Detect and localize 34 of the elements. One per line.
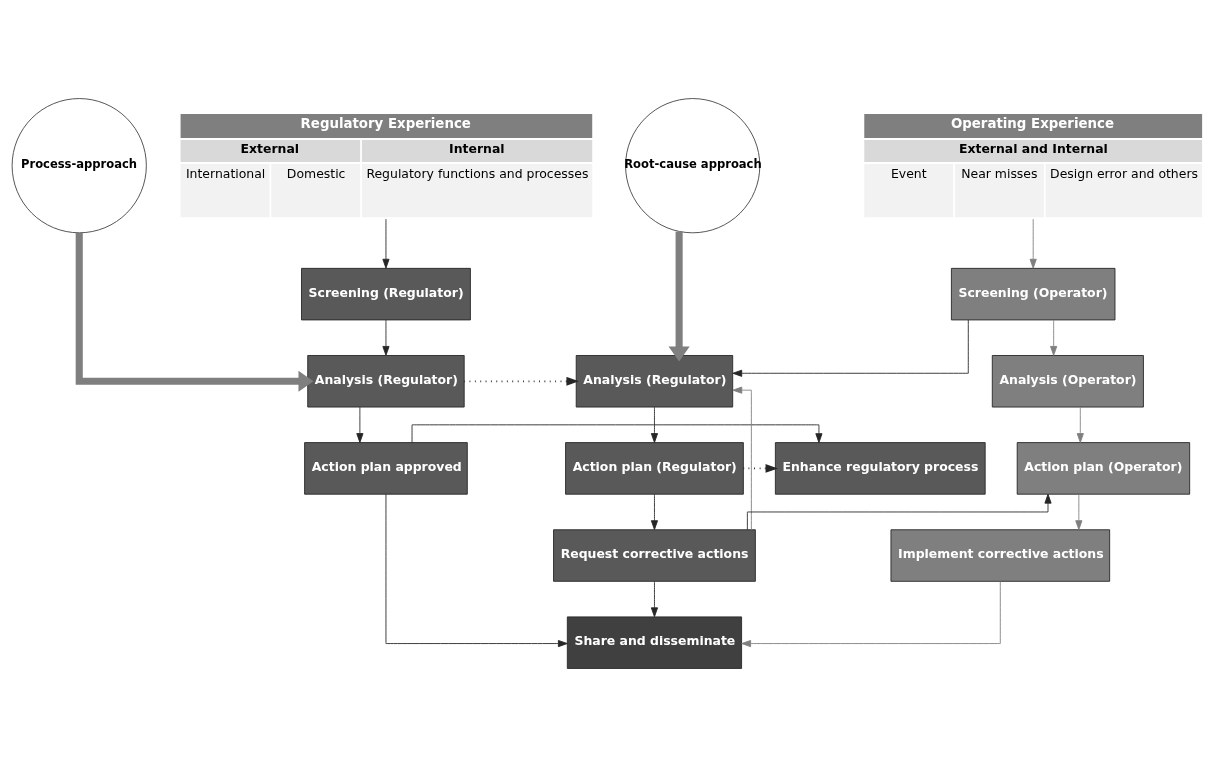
arrow	[650, 493, 658, 531]
arrow	[75, 233, 314, 392]
arrow	[742, 464, 779, 473]
arrow	[732, 386, 752, 531]
arrow	[356, 406, 364, 443]
node-box: Screening (Operator)	[950, 267, 1116, 321]
arrow	[1075, 493, 1083, 531]
arrow	[1050, 319, 1058, 356]
node-box: Analysis (Regulator)	[575, 355, 734, 408]
node-box: Action plan (Regulator)	[565, 442, 744, 495]
arrow	[411, 424, 823, 443]
node-box: Share and disseminate	[566, 616, 743, 669]
arrow	[746, 493, 1052, 531]
arrow	[668, 231, 690, 362]
node-circle: Root-cause approach	[625, 98, 761, 234]
arrow	[1076, 406, 1084, 443]
arrow	[463, 376, 579, 386]
node-box: Analysis (Operator)	[991, 355, 1144, 408]
node-box: Implement corrective actions	[890, 529, 1111, 582]
arrow	[732, 319, 969, 377]
node-circle: Process-approach	[11, 98, 147, 234]
node-box: Action plan (Operator)	[1016, 442, 1191, 495]
arrow	[741, 581, 1001, 648]
arrow	[382, 218, 390, 269]
node-box: Request corrective actions	[553, 529, 756, 582]
arrow	[650, 581, 658, 618]
arrow	[385, 493, 568, 648]
arrow	[650, 406, 658, 443]
arrow	[1029, 218, 1037, 269]
arrow	[382, 319, 390, 356]
node-box: Screening (Regulator)	[301, 267, 471, 321]
node-box: Analysis (Regulator)	[307, 355, 465, 408]
node-box: Action plan approved	[304, 442, 468, 495]
node-box: Enhance regulatory process	[774, 442, 986, 495]
